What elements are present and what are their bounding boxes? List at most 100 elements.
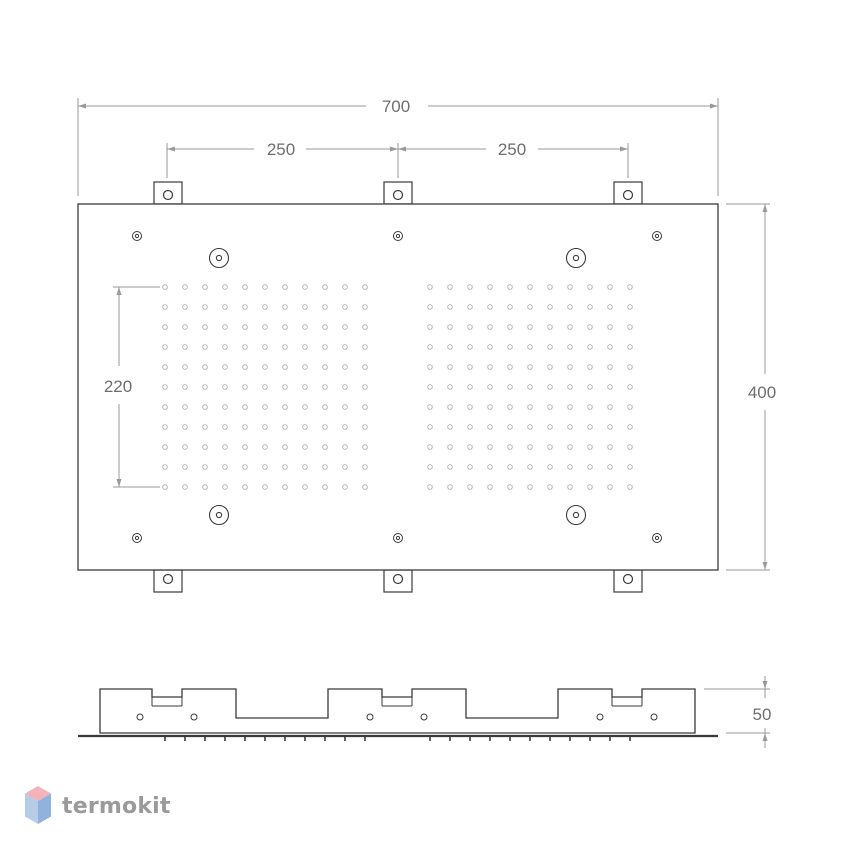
nozzle [322, 444, 328, 450]
nozzle [607, 344, 613, 350]
bracket-top-center [383, 181, 413, 205]
nozzle [467, 284, 473, 290]
nozzle [607, 484, 613, 490]
nozzle [182, 424, 188, 430]
nozzle [587, 484, 593, 490]
nozzle [202, 364, 208, 370]
nozzle [162, 364, 168, 370]
nozzle [262, 344, 268, 350]
nozzle [342, 324, 348, 330]
nozzle [467, 384, 473, 390]
nozzle [302, 344, 308, 350]
brand-logo-facet [38, 793, 51, 824]
top-view [77, 181, 719, 593]
nozzle [467, 364, 473, 370]
nozzle [567, 284, 573, 290]
nozzle [587, 384, 593, 390]
nozzle [262, 384, 268, 390]
nozzle [222, 424, 228, 430]
screw-holes [132, 231, 662, 543]
nozzle [487, 444, 493, 450]
nozzle [162, 384, 168, 390]
nozzle [182, 304, 188, 310]
nozzle [202, 424, 208, 430]
nozzle [362, 344, 368, 350]
nozzle [627, 424, 633, 430]
brand-logo: termokit [24, 786, 171, 826]
bracket-top-left [153, 181, 183, 205]
dimension-depth: 50 [753, 705, 772, 724]
nozzle [222, 304, 228, 310]
nozzle [302, 384, 308, 390]
nozzle [567, 444, 573, 450]
nozzle [362, 304, 368, 310]
dimension-lines [77, 98, 770, 748]
nozzle [587, 344, 593, 350]
nozzle [302, 444, 308, 450]
nozzle [487, 304, 493, 310]
nozzle [362, 424, 368, 430]
nozzle [527, 424, 533, 430]
nozzle [427, 324, 433, 330]
nozzle [487, 484, 493, 490]
nozzle [222, 344, 228, 350]
nozzle [487, 344, 493, 350]
nozzle [322, 384, 328, 390]
nozzle [302, 364, 308, 370]
nozzle [447, 444, 453, 450]
nozzle [527, 404, 533, 410]
nozzle [362, 404, 368, 410]
nozzle [202, 464, 208, 470]
nozzle [527, 444, 533, 450]
dimension-spacing-right: 250 [498, 140, 526, 159]
nozzle [627, 284, 633, 290]
nozzle [447, 404, 453, 410]
nozzle [507, 464, 513, 470]
nozzle [427, 484, 433, 490]
nozzle [547, 364, 553, 370]
nozzle [467, 444, 473, 450]
nozzle [242, 424, 248, 430]
nozzle [322, 324, 328, 330]
nozzle [507, 444, 513, 450]
nozzle [282, 424, 288, 430]
nozzle [242, 404, 248, 410]
nozzle [182, 344, 188, 350]
dimension-arrows [78, 103, 768, 741]
nozzle [587, 284, 593, 290]
nozzle [162, 444, 168, 450]
nozzle [202, 324, 208, 330]
nozzle [182, 364, 188, 370]
brand-name: termokit [62, 793, 171, 819]
nozzle [162, 484, 168, 490]
shower-plate-outline [77, 203, 719, 571]
nozzle [527, 324, 533, 330]
nozzle [607, 364, 613, 370]
nozzle [162, 324, 168, 330]
nozzle [322, 404, 328, 410]
nozzle [547, 444, 553, 450]
nozzle [342, 384, 348, 390]
nozzle [427, 444, 433, 450]
nozzle [467, 344, 473, 350]
nozzle [487, 404, 493, 410]
nozzle [627, 384, 633, 390]
nozzle [567, 364, 573, 370]
nozzle [322, 344, 328, 350]
nozzle [507, 424, 513, 430]
nozzle [362, 444, 368, 450]
nozzle [202, 284, 208, 290]
dimension-total-height: 400 [748, 383, 776, 402]
nozzle [627, 404, 633, 410]
nozzle [547, 344, 553, 350]
nozzle [162, 284, 168, 290]
nozzle [262, 364, 268, 370]
nozzle [467, 304, 473, 310]
side-view-inner [136, 697, 658, 721]
nozzle [282, 324, 288, 330]
nozzle [282, 284, 288, 290]
nozzle [242, 344, 248, 350]
nozzle [282, 404, 288, 410]
nozzle [282, 484, 288, 490]
nozzle [322, 484, 328, 490]
